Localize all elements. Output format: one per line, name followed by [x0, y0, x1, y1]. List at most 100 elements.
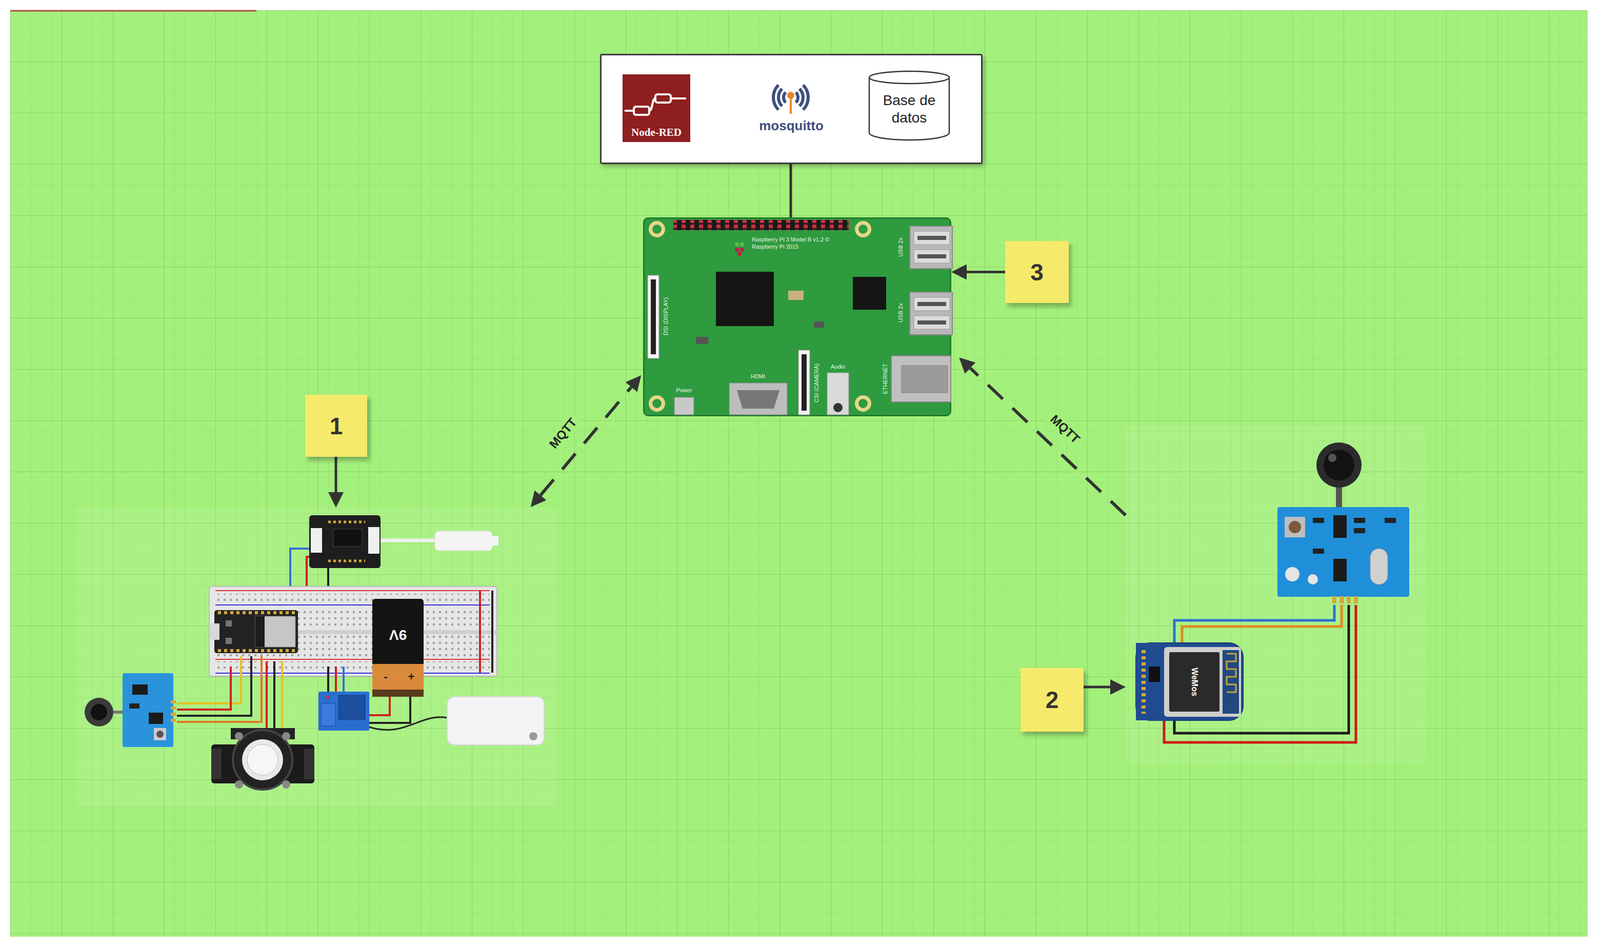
sensor-board	[1284, 516, 1306, 538]
logo-art	[655, 94, 671, 103]
callout-note: 1	[305, 394, 368, 457]
wire	[273, 661, 276, 730]
adc-module	[491, 536, 499, 546]
sensor-board	[1332, 596, 1360, 604]
board-art	[858, 398, 868, 409]
text-holder: USB 2x	[897, 237, 905, 257]
adc-module	[434, 531, 493, 551]
callout-number: 3	[1030, 258, 1044, 287]
text-holder: DSI (DISPLAY)	[662, 297, 670, 336]
text-holder: +	[408, 670, 415, 684]
board-art	[788, 290, 804, 300]
wire	[176, 590, 493, 731]
sensor-board	[113, 710, 123, 714]
sensor-board	[1333, 558, 1347, 582]
wire	[1164, 605, 1356, 743]
logo-art	[789, 98, 792, 114]
sensor-board	[84, 697, 114, 727]
edge-line	[10, 10, 257, 12]
port-label: HDMI	[750, 373, 766, 381]
board-art	[801, 354, 807, 411]
sensor-board	[1312, 517, 1325, 524]
nodemcu-board	[255, 616, 296, 648]
wemos-board	[1222, 650, 1239, 714]
board-art	[729, 383, 788, 415]
board-art	[734, 247, 739, 252]
logo-art	[773, 85, 779, 110]
logo-art	[783, 92, 786, 103]
board-art	[798, 350, 810, 415]
nodemcu-board	[210, 610, 298, 654]
database-cylinder: Base de datos	[868, 70, 951, 142]
mqtt-link	[540, 368, 1126, 516]
wire	[369, 696, 390, 716]
flow-sensor	[282, 780, 291, 789]
callout-note: 2	[1020, 668, 1084, 732]
flow-sensor	[304, 748, 315, 780]
sensor-board	[1333, 515, 1347, 538]
text-holder: USB 2x	[897, 303, 905, 323]
flow-sensor	[282, 732, 291, 741]
wemos-board	[1148, 666, 1160, 683]
board-art	[736, 390, 780, 409]
board-art	[827, 372, 849, 415]
wemos-board	[1141, 650, 1146, 714]
mqtt-link	[970, 368, 1126, 516]
wire	[176, 666, 231, 710]
logo-text: mosquitto	[758, 117, 824, 134]
wire	[281, 661, 284, 730]
sensor-board	[1285, 567, 1300, 582]
board-text: Raspberry Pi 3 Model B v1.2 © Raspberry …	[751, 236, 834, 251]
board-art	[917, 320, 947, 325]
board-art	[901, 365, 949, 394]
board-label: WeMos	[1189, 667, 1199, 697]
text-holder: Raspberry Pi 3 Model B v1.2 © Raspberry …	[751, 236, 834, 251]
nodemcu-board	[255, 616, 265, 648]
wemos-board	[1135, 643, 1167, 721]
battery	[372, 664, 424, 690]
board-art	[648, 395, 666, 412]
nodemcu-board	[210, 623, 220, 640]
sensor-board	[153, 728, 167, 741]
wire	[176, 656, 252, 716]
adc-module	[333, 529, 363, 547]
sensor-board	[1316, 442, 1362, 488]
adc-module	[310, 528, 323, 553]
board-art	[650, 279, 656, 355]
server-box: Node-RED mosquitto Base de datos	[600, 53, 983, 165]
raspberry-pi-board: Raspberry Pi 3 Model B v1.2 © Raspberry …	[643, 217, 952, 417]
adc-module	[309, 515, 499, 569]
wemos-board	[1226, 653, 1236, 693]
nodemcu-board	[217, 649, 295, 653]
wemos-board	[1135, 643, 1244, 721]
flow-sensor	[234, 780, 244, 789]
battery	[372, 598, 424, 692]
relay-module	[318, 691, 370, 731]
board-art	[917, 235, 947, 240]
wire	[334, 666, 337, 692]
port-label: CSI (CAMERA)	[813, 363, 821, 403]
database-label: Base de datos	[873, 91, 946, 127]
board-art	[813, 321, 825, 328]
logo-art	[633, 106, 650, 115]
wire	[369, 696, 411, 724]
board-art	[913, 249, 950, 264]
valve-device	[447, 696, 545, 746]
wire	[478, 590, 482, 673]
logo-text: Node-RED	[631, 126, 682, 139]
sensor-board	[1353, 517, 1366, 524]
wemos-board	[1135, 643, 1244, 721]
board-art	[913, 315, 950, 330]
wire	[1164, 605, 1356, 743]
board-art	[913, 231, 950, 245]
connector	[966, 270, 1006, 274]
mqtt-link	[540, 387, 632, 496]
nodemcu-board	[217, 611, 295, 615]
wire	[265, 661, 268, 730]
nodemcu-board	[225, 620, 232, 627]
logo-art	[778, 88, 783, 107]
wemos-board	[1164, 647, 1242, 717]
sensor-board	[170, 700, 176, 726]
valve-device	[447, 696, 545, 746]
board-art	[673, 220, 849, 231]
